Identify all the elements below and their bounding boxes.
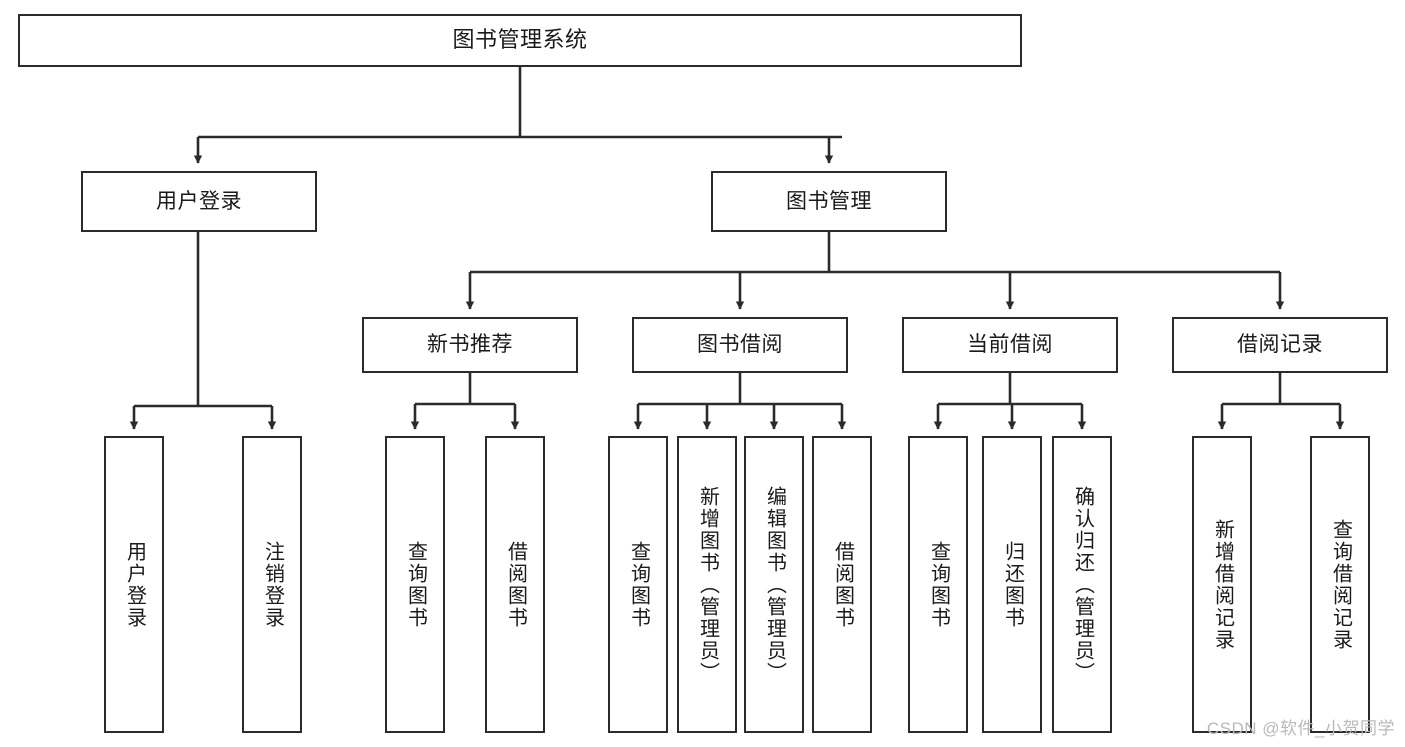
node-leaf-edit-book[interactable]: 编辑图书（管理员） xyxy=(744,436,804,733)
node-leaf-add-record[interactable]: 新增借阅记录 xyxy=(1192,436,1252,733)
csdn-watermark: CSDN @软件_小贺同学 xyxy=(1206,719,1395,738)
node-user-login-label: 用户登录 xyxy=(156,189,242,213)
node-leaf-query-book-1[interactable]: 查询图书 xyxy=(385,436,445,733)
node-leaf-add-book[interactable]: 新增图书（管理员） xyxy=(677,436,737,733)
node-leaf-user-login[interactable]: 用户登录 xyxy=(104,436,164,733)
node-leaf-add-book-label: 新增图书（管理员） xyxy=(696,485,719,684)
node-borrow-record[interactable]: 借阅记录 xyxy=(1172,317,1388,373)
node-leaf-query-book-2-label: 查询图书 xyxy=(627,540,650,629)
node-leaf-query-book-3[interactable]: 查询图书 xyxy=(908,436,968,733)
node-root-label: 图书管理系统 xyxy=(452,27,588,53)
node-leaf-add-record-label: 新增借阅记录 xyxy=(1211,518,1234,651)
node-root[interactable]: 图书管理系统 xyxy=(18,14,1022,67)
node-leaf-confirm-return[interactable]: 确认归还（管理员） xyxy=(1052,436,1112,733)
node-leaf-query-record-label: 查询借阅记录 xyxy=(1329,518,1352,651)
node-current-borrow-label: 当前借阅 xyxy=(967,333,1053,357)
node-leaf-confirm-return-label: 确认归还（管理员） xyxy=(1071,485,1094,684)
node-new-book-rec-label: 新书推荐 xyxy=(427,333,513,357)
node-user-login[interactable]: 用户登录 xyxy=(81,171,317,232)
node-current-borrow[interactable]: 当前借阅 xyxy=(902,317,1118,373)
node-leaf-query-book-2[interactable]: 查询图书 xyxy=(608,436,668,733)
node-leaf-return-book-label: 归还图书 xyxy=(1001,540,1024,629)
node-leaf-borrow-book-1[interactable]: 借阅图书 xyxy=(485,436,545,733)
node-borrow-record-label: 借阅记录 xyxy=(1237,333,1323,357)
node-leaf-borrow-book-2[interactable]: 借阅图书 xyxy=(812,436,872,733)
node-leaf-query-book-3-label: 查询图书 xyxy=(927,540,950,629)
node-leaf-query-book-1-label: 查询图书 xyxy=(404,540,427,629)
node-leaf-borrow-book-2-label: 借阅图书 xyxy=(831,540,854,629)
node-leaf-query-record[interactable]: 查询借阅记录 xyxy=(1310,436,1370,733)
node-new-book-rec[interactable]: 新书推荐 xyxy=(362,317,578,373)
node-leaf-user-login-label: 用户登录 xyxy=(123,540,146,629)
node-book-manage-label: 图书管理 xyxy=(786,189,872,213)
node-leaf-borrow-book-1-label: 借阅图书 xyxy=(504,540,527,629)
node-leaf-edit-book-label: 编辑图书（管理员） xyxy=(763,485,786,684)
node-leaf-user-logout[interactable]: 注销登录 xyxy=(242,436,302,733)
node-book-borrow[interactable]: 图书借阅 xyxy=(632,317,848,373)
node-leaf-user-logout-label: 注销登录 xyxy=(261,540,284,629)
node-book-borrow-label: 图书借阅 xyxy=(697,333,783,357)
node-leaf-return-book[interactable]: 归还图书 xyxy=(982,436,1042,733)
node-book-manage[interactable]: 图书管理 xyxy=(711,171,947,232)
